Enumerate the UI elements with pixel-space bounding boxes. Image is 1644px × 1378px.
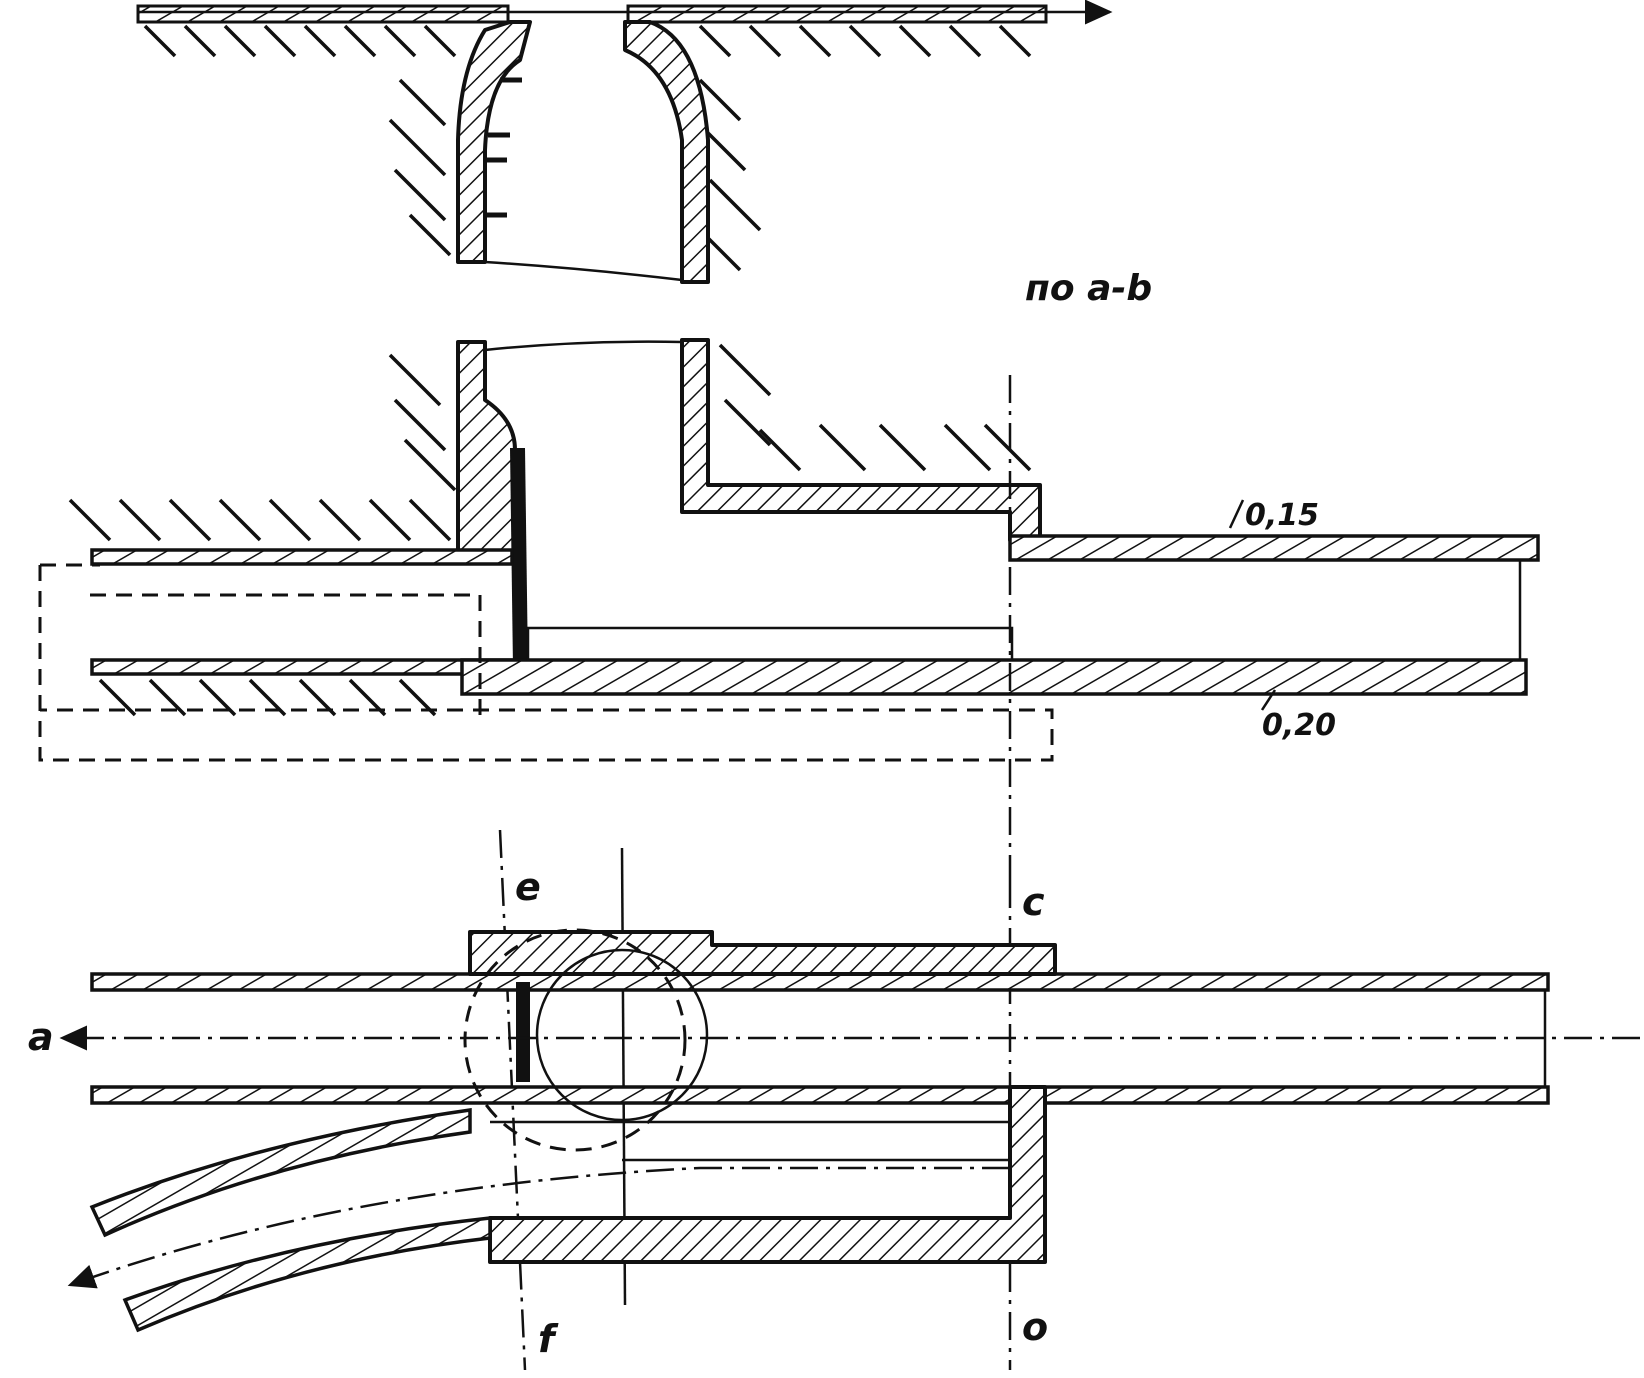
channel-floor-line [526,626,1014,662]
dimension-top-leader [1228,499,1245,529]
outlet-pipe-top-wall [1008,534,1540,562]
earth-hatch-top [143,24,1032,272]
dimension-bottom-leader [1260,689,1277,711]
branch-pipe-lower-wall [122,1216,492,1333]
label-a: a [28,1015,54,1059]
label-c: c [1022,880,1045,924]
inlet-pipe-bottom-wall [90,658,514,676]
chamber-bottom-slab [460,658,1528,696]
shaft-left-wall-lower [456,340,517,562]
plan-chamber-lower-wall [488,1085,1047,1264]
foundation-outline [38,563,1054,762]
main-pipe-lower-wall [90,1085,1550,1105]
earth-hatch-middle [68,343,1032,717]
step-irons [485,77,522,218]
plan-chamber-wall [468,930,1057,976]
shaft-break-line-upper [484,260,683,282]
chamber-right-wall [680,338,1042,542]
shaft-left-wall-upper [456,20,532,264]
plan-gate [516,982,530,1082]
branch-axis-arrow [67,1166,1010,1289]
section-title: по а-b [1025,268,1152,309]
shaft-opening-solid [535,948,709,1122]
road-surface [136,0,1113,25]
shaft-gate [510,448,528,668]
label-f: f [538,1317,559,1361]
section-view: по а-b 0,15 0,20 [38,0,1540,880]
section-line-e-f [498,829,527,1371]
label-o: o [1022,1305,1048,1349]
dimension-top-wall: 0,15 [1245,498,1319,533]
inlet-pipe-top-wall [90,548,514,566]
branch-pipe-upper-wall [89,1107,472,1238]
main-pipe-upper-wall [90,972,1550,992]
dimension-bottom-wall: 0,20 [1262,708,1336,743]
label-e: e [515,865,541,909]
plan-view: a e c f o [28,829,1640,1371]
shaft-right-wall-upper [623,20,710,284]
shaft-opening-dashed [463,928,687,1152]
shaft-break-line-lower [484,340,683,352]
